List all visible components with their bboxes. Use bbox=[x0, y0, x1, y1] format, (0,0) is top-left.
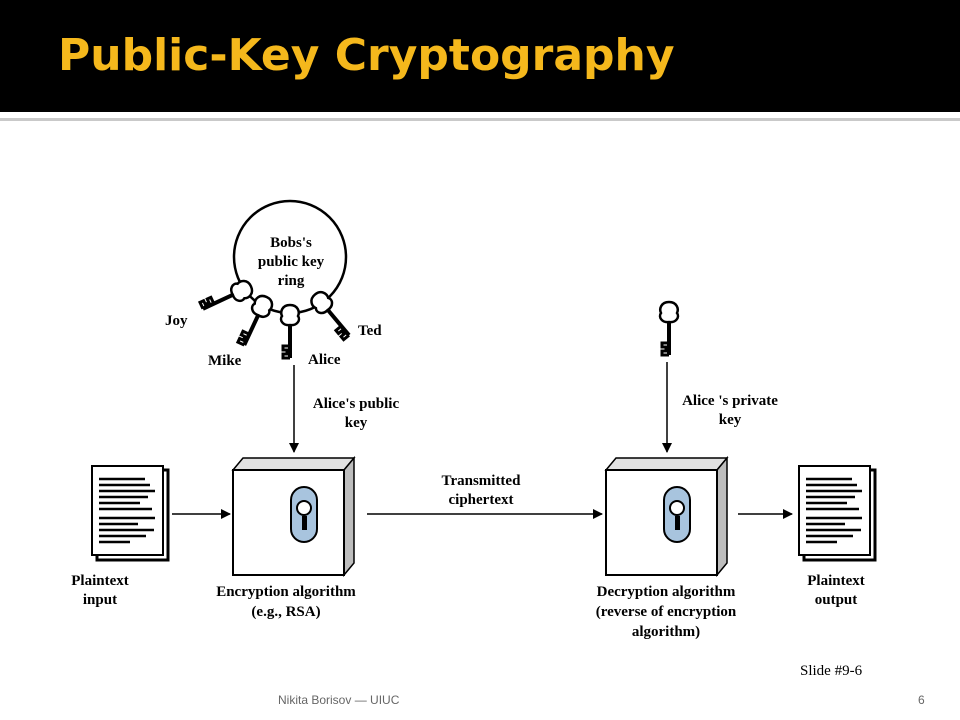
private-key-icon bbox=[658, 300, 680, 357]
plaintext-output-label-line2: output bbox=[815, 592, 858, 608]
footer-author: Nikita Borisov — UIUC bbox=[278, 693, 400, 707]
transmit-label-line2: ciphertext bbox=[449, 492, 514, 508]
key-ring-label-line3: ring bbox=[278, 273, 305, 289]
key-name-ted: Ted bbox=[358, 323, 382, 339]
key-ring-label-line1: Bobs's bbox=[270, 235, 312, 251]
plaintext-input-document-icon bbox=[91, 465, 170, 562]
encryption-label-line1: Encryption algorithm bbox=[216, 584, 356, 600]
ted-key-icon bbox=[310, 290, 351, 342]
private-key-label-line1: Alice 's private bbox=[682, 393, 778, 409]
slide-id: Slide #9-6 bbox=[800, 663, 863, 679]
joy-key-icon bbox=[197, 279, 254, 311]
encryption-box bbox=[231, 455, 356, 578]
title-bar: Public-Key Cryptography bbox=[0, 0, 960, 112]
key-ring-label-line2: public key bbox=[258, 254, 325, 270]
page-number: 6 bbox=[918, 693, 925, 707]
plaintext-output-document-icon bbox=[798, 465, 877, 562]
key-ring: Bobs's public key ring bbox=[232, 199, 348, 315]
decryption-label-line1: Decryption algorithm bbox=[597, 584, 736, 600]
key-name-joy: Joy bbox=[165, 313, 188, 329]
title-divider bbox=[0, 118, 960, 121]
public-key-label-line1: Alice's public bbox=[313, 396, 400, 412]
transmit-label-line1: Transmitted bbox=[442, 473, 522, 489]
decryption-label-line3: algorithm) bbox=[632, 624, 700, 640]
decryption-lock-icon bbox=[663, 486, 691, 543]
decryption-label-line2: (reverse of encryption bbox=[596, 604, 737, 620]
encryption-label-line2: (e.g., RSA) bbox=[251, 604, 320, 620]
page-title: Public-Key Cryptography bbox=[58, 30, 675, 81]
private-key-label-line2: key bbox=[719, 412, 742, 428]
alice-key-icon bbox=[279, 303, 301, 360]
mike-key-icon bbox=[235, 294, 274, 347]
plaintext-input-label-line2: input bbox=[83, 592, 117, 608]
public-key-label-line2: key bbox=[345, 415, 368, 431]
plaintext-input-label-line1: Plaintext bbox=[71, 573, 129, 589]
encryption-lock-icon bbox=[290, 486, 318, 543]
key-name-alice: Alice bbox=[308, 352, 341, 368]
plaintext-output-label-line1: Plaintext bbox=[807, 573, 865, 589]
key-name-mike: Mike bbox=[208, 353, 242, 369]
decryption-box bbox=[604, 455, 729, 578]
